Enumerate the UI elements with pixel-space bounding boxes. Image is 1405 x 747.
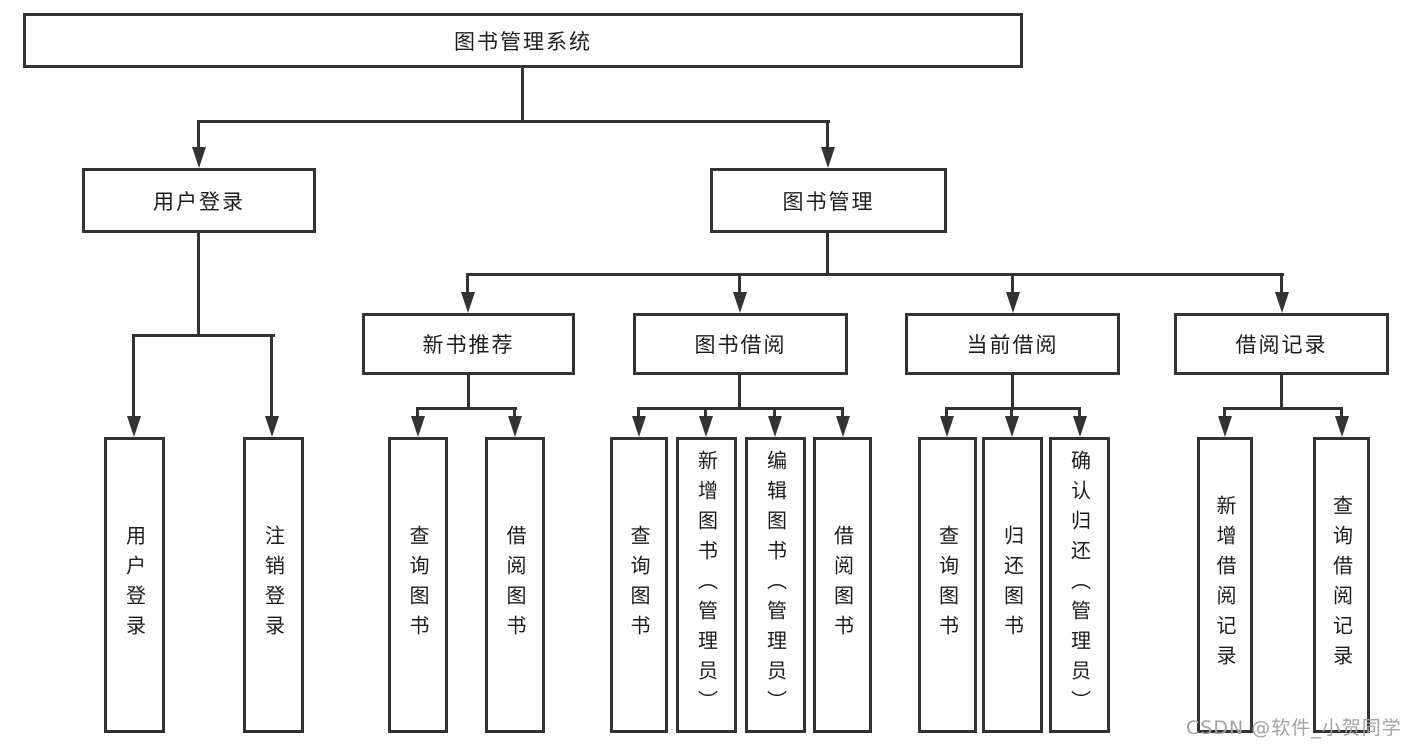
- connector-bookmgmt-branch: [466, 273, 1284, 276]
- connector-drop-bookborrow: [738, 273, 741, 292]
- arrow-to-currentborrow: [1006, 292, 1020, 313]
- connector-borrowrecord-stem: [1280, 375, 1283, 407]
- connector-drop-user-login: [197, 120, 200, 148]
- connector-drop-leaf12: [1223, 407, 1226, 416]
- connector-drop-leaf4: [513, 407, 516, 416]
- arrow-to-leaf9: [940, 416, 954, 437]
- arrow-to-leaf4: [508, 416, 522, 437]
- connector-currentborrow-stem: [1011, 375, 1014, 407]
- leaf-query-books-3: 查询图书: [918, 437, 977, 733]
- connector-drop-leaf8: [841, 407, 844, 416]
- leaf-add-books-admin: 新增图书（管理员）: [676, 437, 737, 733]
- leaf-logout: 注销登录: [243, 437, 304, 733]
- connector-drop-leaf6: [704, 407, 707, 416]
- connector-root-branch: [197, 120, 830, 123]
- connector-drop-leaf5: [637, 407, 640, 416]
- arrow-to-leaf5: [632, 416, 646, 437]
- node-book-borrowing: 图书借阅: [633, 313, 848, 375]
- leaf-query-books-1: 查询图书: [388, 437, 448, 733]
- connector-drop-leaf2: [270, 334, 273, 416]
- connector-drop-currentborrow: [1011, 273, 1014, 292]
- connector-drop-leaf11: [1078, 407, 1081, 416]
- leaf-borrow-books-1: 借阅图书: [485, 437, 545, 733]
- arrow-to-leaf6: [699, 416, 713, 437]
- node-new-book-recommend: 新书推荐: [362, 313, 575, 375]
- leaf-borrow-books-2: 借阅图书: [813, 437, 872, 733]
- connector-drop-newbook: [466, 273, 469, 292]
- leaf-query-borrow-record: 查询借阅记录: [1313, 437, 1370, 733]
- connector-drop-leaf10: [1010, 407, 1013, 416]
- arrow-to-leaf1: [127, 416, 141, 437]
- connector-drop-borrowrecord: [1280, 273, 1283, 292]
- arrow-to-book-management: [821, 147, 835, 168]
- connector-drop-leaf1: [132, 334, 135, 416]
- connector-bookmgmt-stem: [826, 233, 829, 273]
- connector-drop-leaf9: [945, 407, 948, 416]
- connector-drop-book-management: [826, 120, 829, 148]
- connector-bookborrow-branch: [637, 407, 844, 410]
- arrow-to-leaf10: [1005, 416, 1019, 437]
- connector-drop-leaf3: [416, 407, 419, 416]
- arrow-to-leaf3: [411, 416, 425, 437]
- leaf-edit-books-admin: 编辑图书（管理员）: [745, 437, 806, 733]
- arrow-to-leaf13: [1335, 416, 1349, 437]
- csdn-watermark: CSDN @软件_小贺同学: [1186, 717, 1402, 739]
- node-borrow-records: 借阅记录: [1174, 313, 1389, 375]
- connector-userlogin-branch: [132, 334, 275, 337]
- node-book-management: 图书管理: [710, 168, 947, 233]
- arrow-to-borrowrecord: [1275, 292, 1289, 313]
- connector-bookborrow-stem: [738, 375, 741, 407]
- leaf-add-borrow-record: 新增借阅记录: [1197, 437, 1253, 733]
- leaf-query-books-2: 查询图书: [610, 437, 668, 733]
- connector-borrowrecord-branch: [1223, 407, 1343, 410]
- arrow-to-user-login: [192, 147, 206, 168]
- arrow-to-leaf12: [1218, 416, 1232, 437]
- node-library-management-system: 图书管理系统: [23, 13, 1023, 68]
- leaf-user-login: 用户登录: [104, 437, 165, 733]
- leaf-confirm-return-admin: 确认归还（管理员）: [1049, 437, 1110, 733]
- connector-newbook-branch: [416, 407, 517, 410]
- leaf-return-books: 归还图书: [982, 437, 1043, 733]
- arrow-to-leaf8: [836, 416, 850, 437]
- arrow-to-newbook: [461, 292, 475, 313]
- connector-drop-leaf7: [773, 407, 776, 416]
- connector-drop-leaf13: [1340, 407, 1343, 416]
- arrow-to-leaf7: [768, 416, 782, 437]
- connector-userlogin-stem: [197, 233, 200, 334]
- connector-newbook-stem: [467, 375, 470, 407]
- arrow-to-bookborrow: [733, 292, 747, 313]
- connector-root-stem: [521, 68, 524, 120]
- connector-currentborrow-branch: [945, 407, 1081, 410]
- node-current-borrowing: 当前借阅: [905, 313, 1120, 375]
- node-user-login: 用户登录: [82, 168, 316, 233]
- arrow-to-leaf11: [1073, 416, 1087, 437]
- arrow-to-leaf2: [265, 416, 279, 437]
